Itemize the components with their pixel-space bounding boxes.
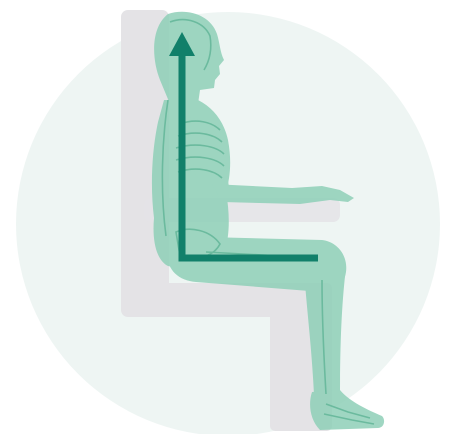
posture-svg	[0, 0, 450, 434]
posture-illustration	[0, 0, 450, 434]
